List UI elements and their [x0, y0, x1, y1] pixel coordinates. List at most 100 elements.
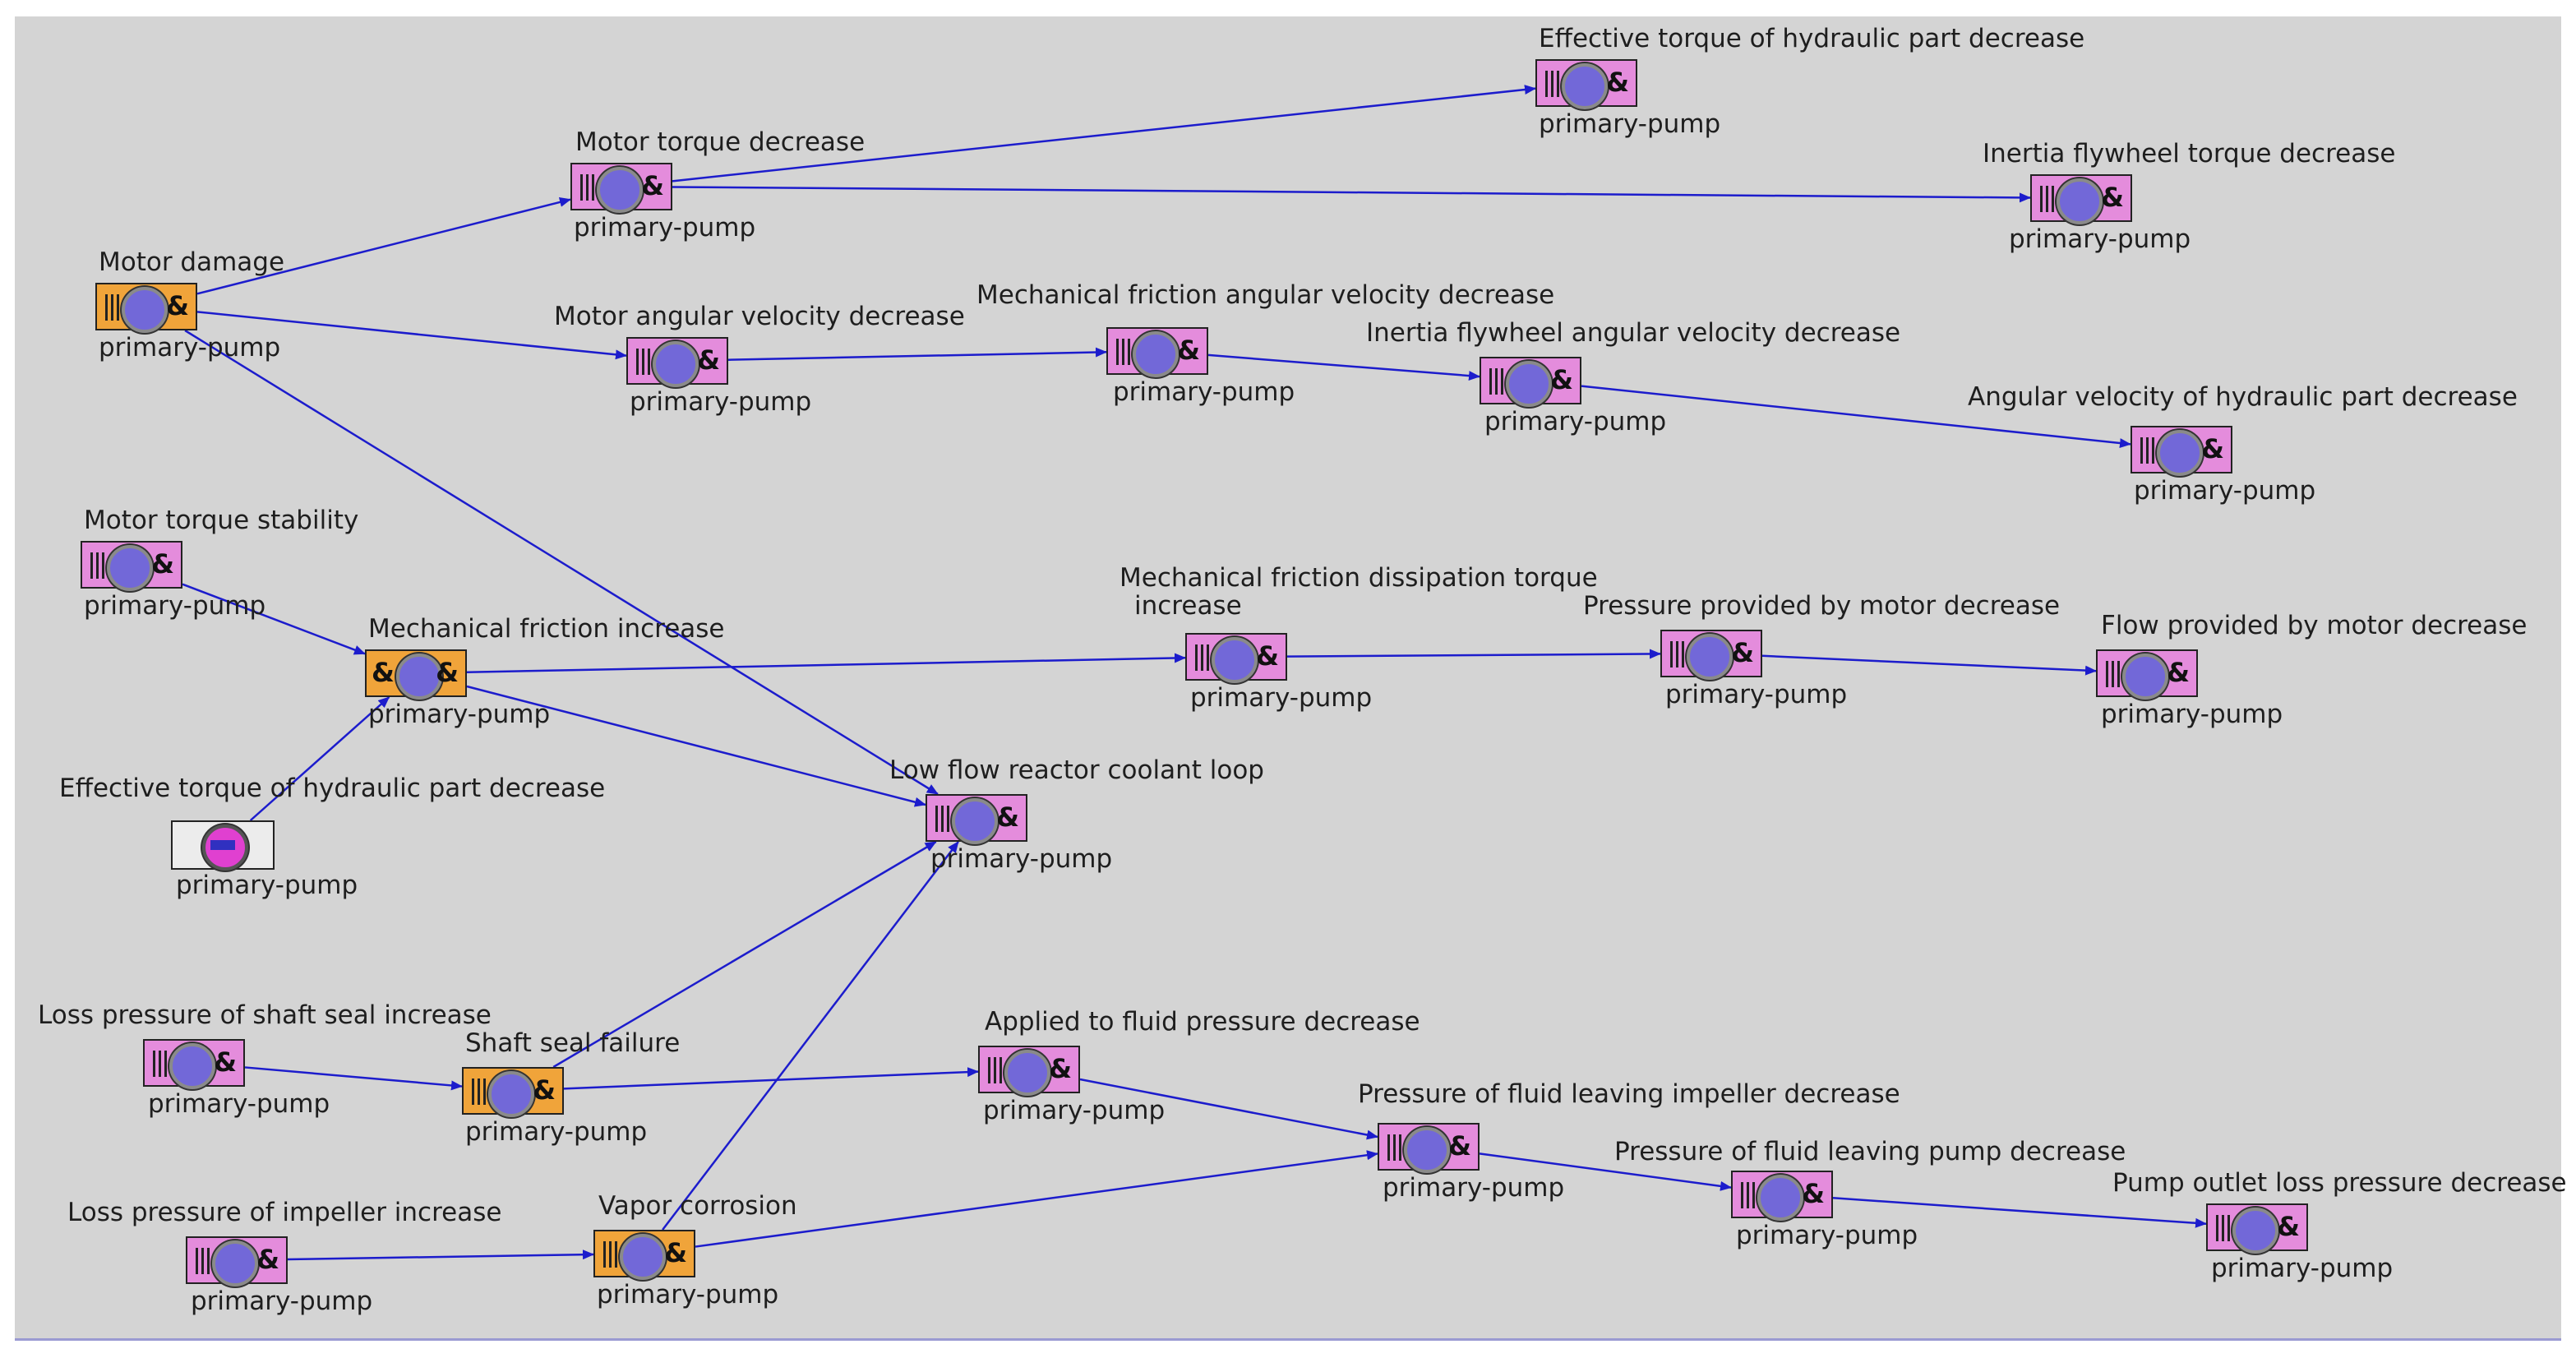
and-gate-icon: & — [1049, 1053, 1072, 1084]
node-icon[interactable]: & — [143, 1039, 245, 1089]
node-title: Flow provided by motor decrease — [2101, 611, 2528, 640]
node-subtitle: primary-pump — [2101, 700, 2283, 729]
node-icon[interactable]: & — [2206, 1203, 2308, 1254]
node-subtitle: primary-pump — [191, 1286, 373, 1316]
node-subtitle: primary-pump — [630, 387, 812, 417]
node-icon[interactable]: & — [2030, 174, 2132, 224]
or-gate-bars-icon — [1116, 339, 1133, 365]
event-circle-icon — [2157, 430, 2203, 476]
node-title: Inertia flywheel angular velocity decrea… — [1366, 318, 1901, 348]
event-circle-icon — [1404, 1127, 1450, 1173]
node-subtitle: primary-pump — [1665, 680, 1848, 709]
node-subtitle: primary-pump — [99, 333, 281, 363]
node-subtitle: primary-pump — [983, 1096, 1166, 1125]
node-icon[interactable] — [171, 820, 275, 871]
node-icon[interactable]: & — [186, 1236, 288, 1286]
node-subtitle: primary-pump — [574, 213, 756, 242]
or-gate-bars-icon — [196, 1248, 212, 1274]
and-gate-icon: & — [996, 801, 1019, 833]
node-subtitle: primary-pump — [1736, 1221, 1918, 1250]
or-gate-bars-icon — [1195, 644, 1212, 671]
node-icon[interactable]: & — [926, 794, 1027, 844]
node-subtitle: primary-pump — [84, 591, 266, 621]
and-gate-icon: & — [2277, 1211, 2300, 1242]
and-gate-icon: & — [1177, 335, 1200, 366]
node-title: Angular velocity of hydraulic part decre… — [1968, 382, 2518, 412]
or-gate-bars-icon — [472, 1079, 488, 1105]
node-icon[interactable]: & — [978, 1046, 1080, 1096]
node-icon[interactable]: & — [1480, 357, 1581, 407]
or-gate-bars-icon — [636, 349, 653, 375]
and-gate-icon: & — [1256, 640, 1279, 672]
event-circle-icon — [1133, 331, 1179, 377]
node-subtitle: primary-pump — [597, 1280, 779, 1310]
event-circle-icon — [2122, 654, 2168, 700]
and-gate-icon: & — [1731, 637, 1754, 668]
node-icon[interactable]: && — [365, 649, 467, 700]
node-title: Vapor corrosion — [598, 1191, 797, 1221]
node-subtitle: primary-pump — [1190, 683, 1373, 713]
node-icon[interactable]: & — [1106, 327, 1208, 377]
or-gate-bars-icon — [105, 294, 122, 321]
node-icon[interactable]: & — [593, 1230, 695, 1280]
and-gate-icon: & — [256, 1244, 279, 1275]
node-title: Motor angular velocity decrease — [554, 302, 965, 331]
node-title: Mechanical friction dissipation torque — [1119, 563, 1598, 593]
event-circle-icon — [107, 545, 153, 591]
node-icon[interactable]: & — [1731, 1171, 1833, 1221]
node-title: Low flow reactor coolant loop — [889, 755, 1264, 785]
or-gate-bars-icon — [2106, 661, 2122, 687]
event-circle-icon — [1004, 1050, 1050, 1096]
or-gate-bars-icon — [1741, 1182, 1757, 1208]
node-icon[interactable]: & — [2131, 426, 2232, 476]
event-circle-icon — [620, 1234, 666, 1280]
and-gate-icon: & — [1550, 364, 1573, 395]
and-gate-icon: & — [697, 344, 720, 376]
event-circle-icon — [488, 1071, 534, 1117]
and-gate-left-icon: & — [372, 657, 395, 688]
node-icon[interactable]: & — [95, 283, 197, 333]
and-gate-icon: & — [664, 1237, 687, 1268]
node-icon[interactable]: & — [1660, 630, 1762, 680]
or-gate-bars-icon — [153, 1051, 169, 1077]
node-icon[interactable]: & — [570, 163, 672, 213]
and-gate-icon: & — [2201, 433, 2224, 464]
event-circle-icon — [169, 1043, 215, 1089]
or-gate-bars-icon — [2216, 1215, 2232, 1241]
node-icon[interactable]: & — [1378, 1123, 1480, 1173]
node-subtitle: primary-pump — [2009, 224, 2191, 254]
node-title: Mechanical friction angular velocity dec… — [976, 280, 1555, 310]
and-gate-icon: & — [2167, 657, 2190, 688]
and-gate-icon: & — [533, 1074, 556, 1106]
and-gate-icon: & — [436, 657, 459, 688]
node-title: Pressure provided by motor decrease — [1583, 591, 2061, 621]
and-gate-icon: & — [1802, 1178, 1825, 1209]
event-circle-icon — [653, 341, 699, 387]
node-subtitle: primary-pump — [1113, 377, 1295, 407]
and-gate-icon: & — [151, 548, 174, 580]
or-gate-bars-icon — [1489, 368, 1506, 395]
node-title: Motor torque decrease — [575, 127, 866, 157]
and-gate-icon: & — [641, 170, 664, 201]
node-icon[interactable]: & — [2096, 649, 2198, 700]
or-gate-bars-icon — [935, 806, 952, 832]
or-gate-bars-icon — [988, 1057, 1004, 1083]
node-title: Loss pressure of shaft seal increase — [38, 1000, 492, 1030]
and-gate-icon: & — [2101, 182, 2124, 213]
node-subtitle: primary-pump — [1539, 109, 1721, 139]
transfer-arrow-icon — [210, 840, 235, 850]
node-subtitle: primary-pump — [2211, 1254, 2394, 1283]
or-gate-bars-icon — [1545, 71, 1562, 97]
event-circle-icon — [2057, 178, 2103, 224]
node-subtitle: primary-pump — [2134, 476, 2316, 506]
node-icon[interactable]: & — [462, 1067, 564, 1117]
node-icon[interactable]: & — [81, 541, 182, 591]
node-icon[interactable]: & — [1535, 59, 1637, 109]
event-circle-icon — [1562, 63, 1608, 109]
node-icon[interactable]: & — [1185, 633, 1287, 683]
and-gate-icon: & — [166, 290, 189, 321]
node-title: Pump outlet loss pressure decrease — [2112, 1168, 2567, 1198]
node-title: Loss pressure of impeller increase — [67, 1198, 502, 1227]
node-title: Applied to fluid pressure decrease — [985, 1007, 1420, 1037]
node-icon[interactable]: & — [626, 337, 728, 387]
